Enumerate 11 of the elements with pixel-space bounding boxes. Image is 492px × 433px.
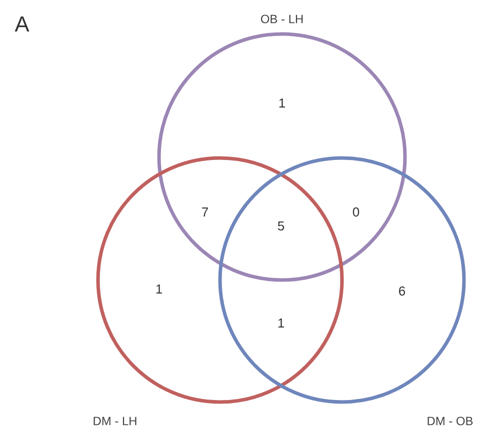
region-count: 1: [156, 284, 162, 294]
region-count: 1: [278, 318, 284, 328]
region-count: 5: [278, 221, 284, 230]
panel-letter: A: [14, 16, 30, 32]
set-label: DM - LH: [94, 416, 136, 426]
set-label: DM - OB: [428, 416, 473, 426]
region-count: 6: [399, 286, 406, 296]
region-count: 0: [352, 207, 360, 217]
set-label: OB - LH: [260, 14, 303, 24]
region-count: 7: [202, 208, 208, 216]
region-count: 1: [279, 98, 285, 108]
